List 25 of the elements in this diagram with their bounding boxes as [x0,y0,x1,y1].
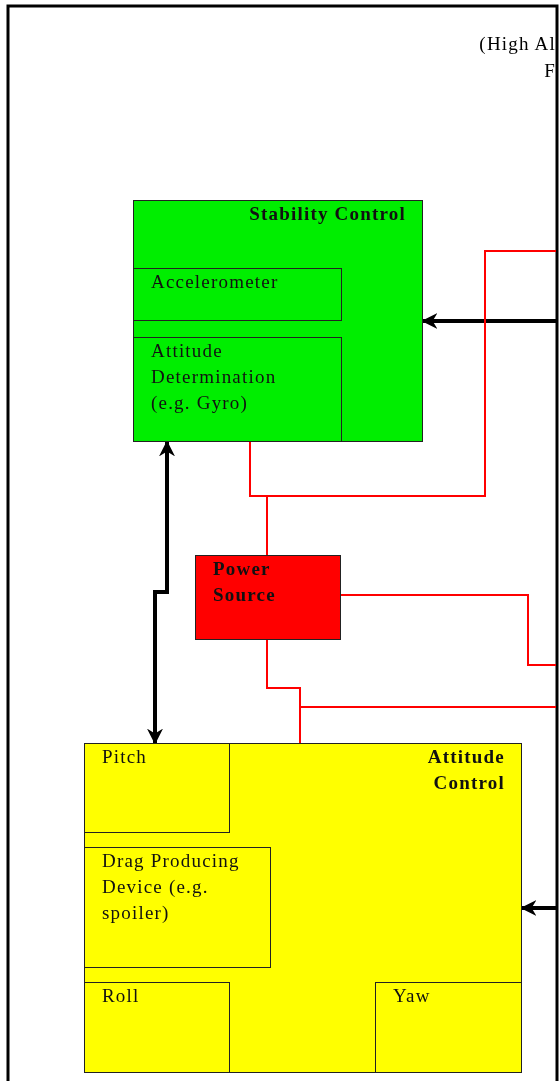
component-box [84,847,271,968]
box-label: Pitch [102,745,149,769]
heading-text: (High Al [478,33,556,55]
connector-line [340,594,557,666]
component-box [133,268,342,321]
power-source-box [195,555,341,640]
component-box [133,337,342,442]
stability-control-box [133,200,423,442]
component-box [84,982,230,1073]
box-label: Roll [102,984,141,1008]
box-title: Power Source [213,557,277,607]
box-label: Drag Producing Device (e.g. spoiler) [102,849,241,925]
box-label: Yaw [393,984,432,1008]
box-label: Accelerometer [151,270,280,294]
box-label: Attitude Determination (e.g. Gyro) [151,339,278,415]
heading-text: F [543,60,556,82]
arrow [520,900,556,916]
attitude-control-box [84,743,522,1073]
arrow [421,313,556,329]
box-title: Stability Control [248,202,406,226]
connector-line [266,639,557,708]
component-box [375,982,522,1073]
arrow [147,440,175,745]
box-title: Attitude Control [426,745,505,795]
component-box [84,743,230,833]
